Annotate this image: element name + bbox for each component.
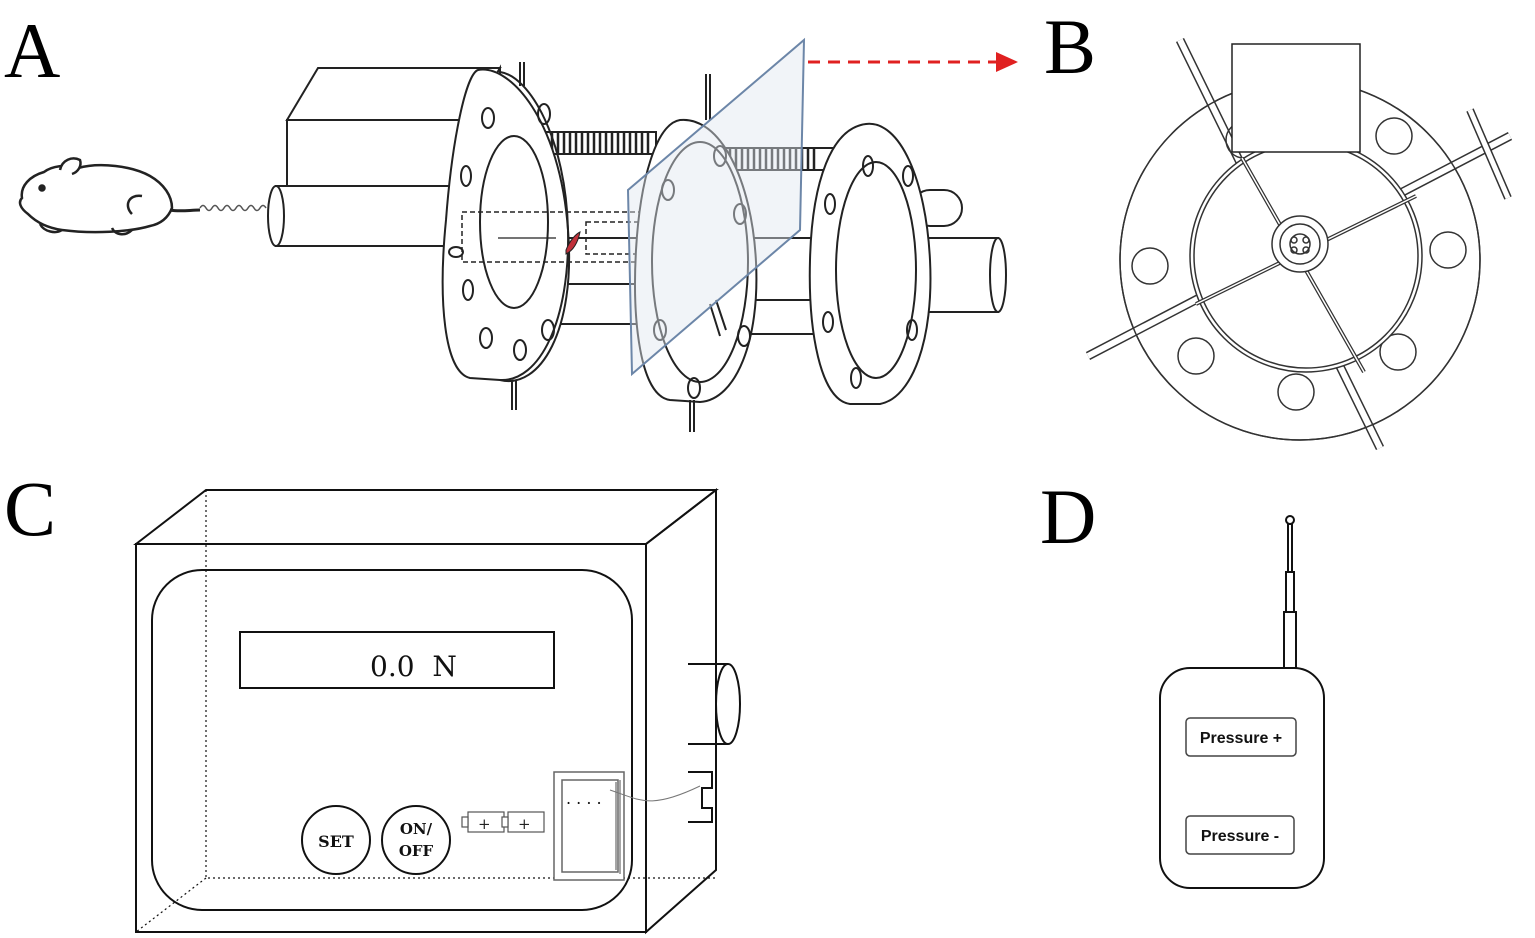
connector-dots: . . . . (566, 789, 602, 808)
pressure-minus-button[interactable] (1185, 815, 1295, 855)
flange-middle (634, 74, 758, 432)
force-display (239, 631, 555, 689)
pressure-plus-button[interactable] (1185, 717, 1297, 757)
panel-label-b: B (1044, 3, 1097, 90)
panel-d-remote (1159, 515, 1325, 889)
pressure-minus-label: Pressure - (1201, 828, 1279, 845)
restrainer-tube-left (267, 185, 457, 247)
remote-body (1159, 667, 1325, 889)
connector-module (553, 771, 701, 881)
antenna-icon (1283, 515, 1297, 669)
panel-label-a: A (4, 7, 61, 94)
projection-arrow (808, 52, 1018, 72)
flange-right (808, 122, 932, 405)
pressure-plate (626, 37, 806, 377)
tail-contact-mark (565, 231, 581, 255)
battery-pack (461, 811, 545, 833)
onoff-button[interactable] (381, 805, 451, 875)
set-button[interactable] (301, 805, 371, 875)
panel-a-apparatus (18, 37, 1018, 432)
panel-label-d: D (1040, 473, 1097, 560)
panel-label-c: C (4, 465, 57, 552)
panel-c-force-meter (133, 487, 741, 935)
onoff-button-label-1: ON/ (400, 820, 433, 838)
force-readout: 0.0 N (370, 650, 457, 683)
flange-left (441, 62, 571, 410)
pressure-plus-label: Pressure + (1200, 730, 1282, 747)
battery-sign-2: + (518, 815, 531, 833)
battery-sign-1: + (478, 815, 491, 833)
set-button-label: SET (318, 832, 354, 851)
onoff-button-label-2: OFF (399, 842, 434, 860)
mouse-icon (18, 157, 201, 236)
mouse-tail (199, 204, 267, 212)
panel-c-labels: 0.0 N SET ON/ OFF + + . . . . (318, 650, 601, 860)
panel-d-labels: Pressure + Pressure - (1200, 730, 1282, 845)
panel-b-cross-section (1085, 38, 1513, 450)
side-port (688, 663, 741, 823)
